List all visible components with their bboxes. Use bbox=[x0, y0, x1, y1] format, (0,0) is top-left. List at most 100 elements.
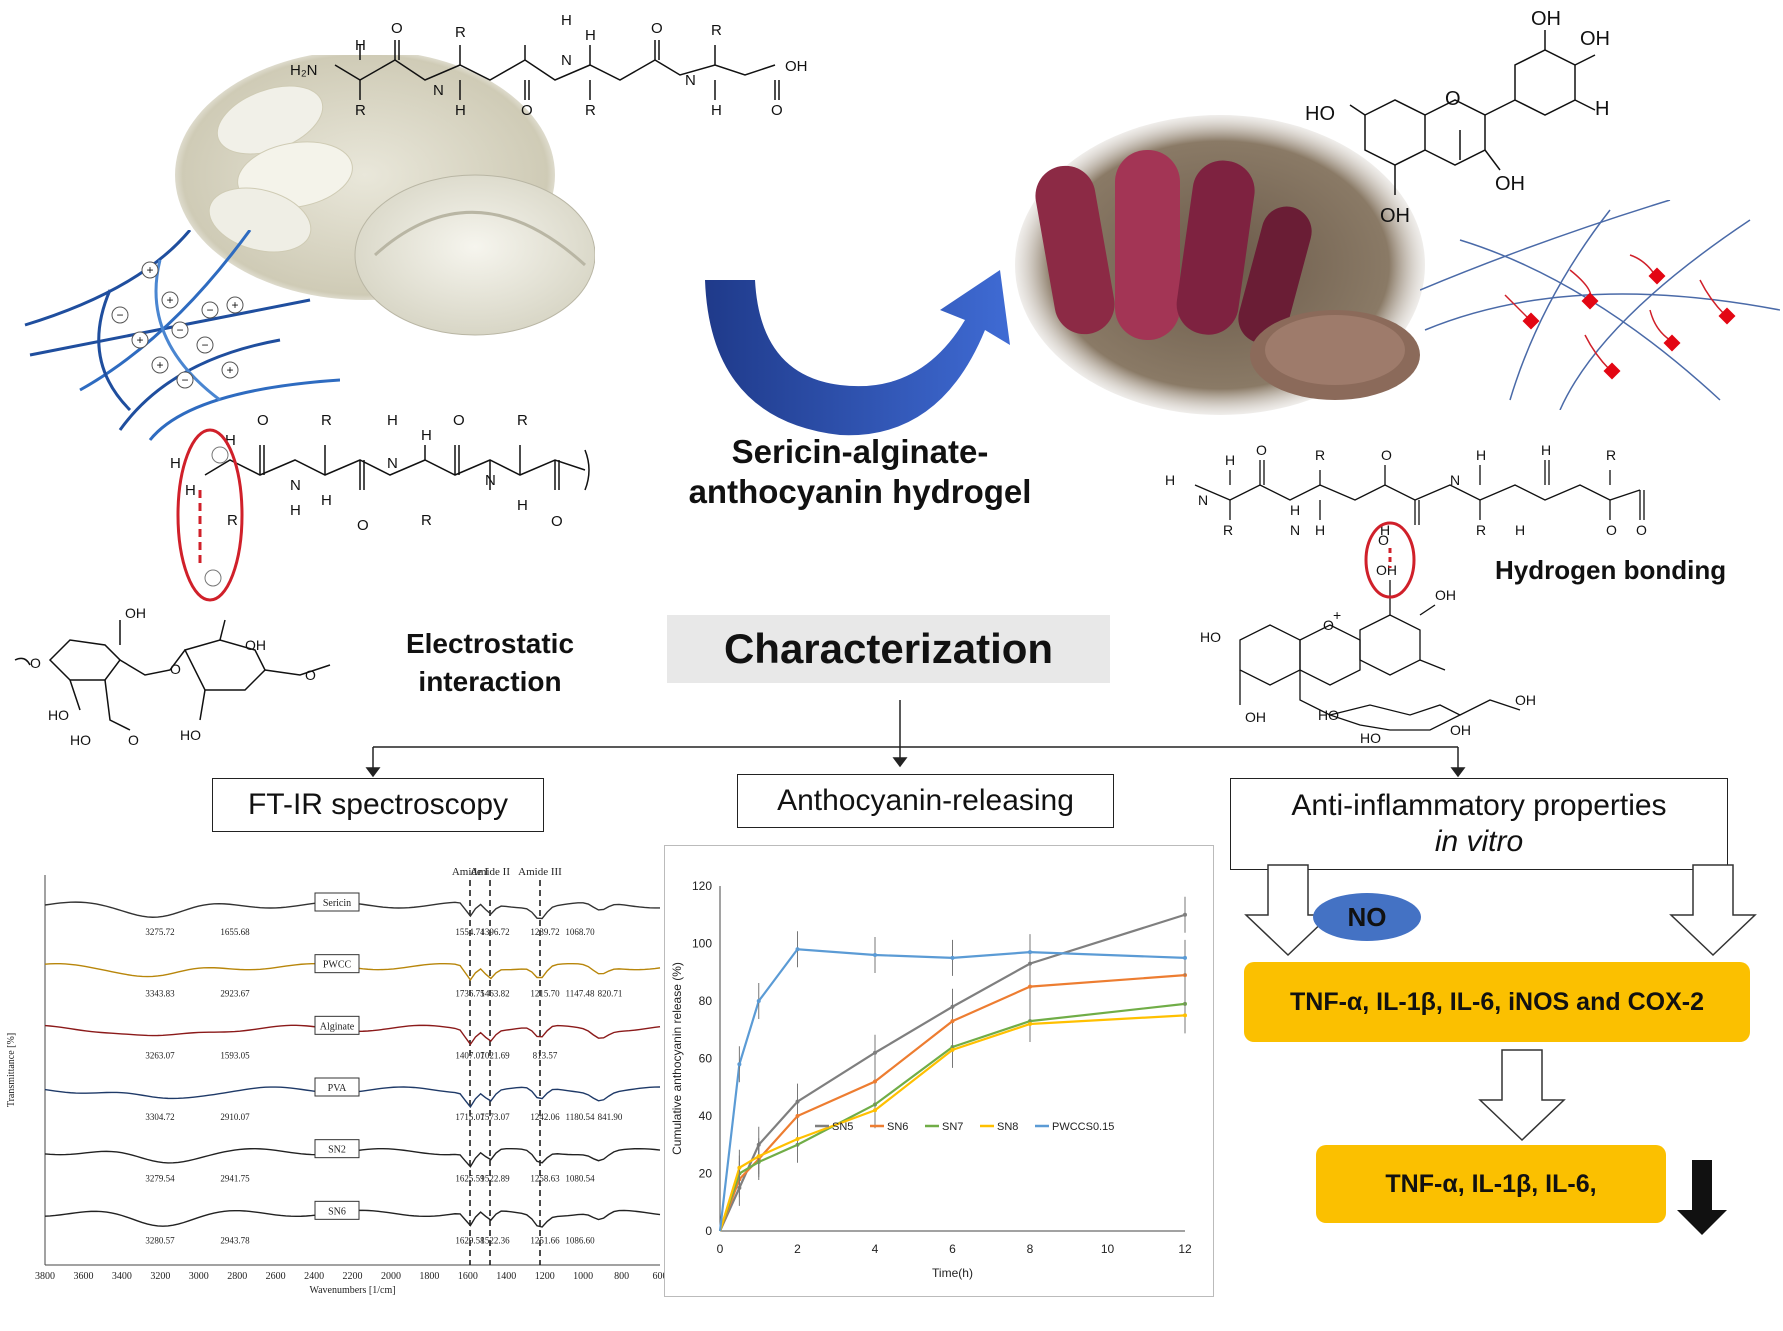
down-arrow-right bbox=[1669, 864, 1757, 957]
svg-text:R: R bbox=[227, 512, 238, 529]
svg-text:H: H bbox=[185, 482, 196, 499]
legend-label: SN5 bbox=[832, 1121, 853, 1133]
svg-text:H: H bbox=[455, 102, 466, 119]
svg-text:H: H bbox=[1515, 522, 1525, 538]
svg-text:HO: HO bbox=[48, 707, 69, 723]
ftir-peak-label: 1180.54 bbox=[566, 1112, 595, 1122]
ftir-peak-label: 1573.07 bbox=[480, 1112, 510, 1122]
svg-text:HO: HO bbox=[70, 732, 91, 748]
svg-text:H: H bbox=[1380, 522, 1390, 538]
release-section-header: Anthocyanin-releasing bbox=[737, 774, 1114, 828]
svg-text:HO: HO bbox=[1305, 103, 1335, 125]
ftir-y-label: Transmittance [%] bbox=[6, 1033, 17, 1107]
ftir-x-label: Wavenumbers [1/cm] bbox=[309, 1285, 395, 1296]
svg-text:−: − bbox=[206, 303, 213, 317]
svg-text:O: O bbox=[453, 412, 465, 429]
characterization-banner: Characterization bbox=[667, 615, 1110, 683]
ftir-peak-label: 841.90 bbox=[598, 1112, 623, 1122]
svg-text:OH: OH bbox=[1531, 8, 1561, 30]
data-point bbox=[737, 1062, 742, 1067]
sericin-peptide-structure: H₂N H R O N R H O N H H R O N R H O OH bbox=[285, 5, 845, 135]
amide-label: Amide II bbox=[470, 866, 510, 878]
ftir-sample-box bbox=[314, 954, 360, 974]
svg-text:+: + bbox=[156, 358, 163, 372]
svg-text:H: H bbox=[170, 455, 181, 472]
ftir-peak-label: 2943.78 bbox=[220, 1235, 250, 1245]
svg-text:H: H bbox=[1476, 447, 1486, 463]
ftir-sample-name: Alginate bbox=[320, 1021, 355, 1032]
sericin-peptide-electrostatic: H H H O N H R H O N H H R O N R H O R bbox=[165, 400, 685, 620]
ftir-sample-box bbox=[314, 1200, 360, 1220]
ftir-peak-label: 1396.72 bbox=[480, 927, 509, 937]
data-point bbox=[950, 955, 955, 960]
cytokine-box-2: TNF-α, IL-1β, IL-6, bbox=[1316, 1145, 1666, 1223]
svg-text:+: + bbox=[136, 333, 143, 347]
svg-text:OH: OH bbox=[1495, 173, 1525, 195]
data-point bbox=[950, 1019, 955, 1024]
svg-text:N: N bbox=[561, 52, 572, 69]
svg-text:O: O bbox=[391, 20, 403, 37]
data-point bbox=[756, 1154, 761, 1159]
svg-text:H: H bbox=[1290, 502, 1300, 518]
data-point bbox=[1028, 950, 1032, 955]
svg-text:OH: OH bbox=[1450, 722, 1471, 738]
data-point bbox=[737, 1165, 742, 1170]
ftir-sample-box bbox=[314, 892, 360, 912]
svg-text:O: O bbox=[257, 412, 269, 429]
ftir-x-tick: 2000 bbox=[381, 1271, 401, 1282]
svg-text:O: O bbox=[1636, 522, 1647, 538]
x-tick-label: 10 bbox=[1101, 1242, 1115, 1256]
svg-text:H: H bbox=[387, 412, 398, 429]
ftir-peak-label: 1625.59 bbox=[455, 1174, 485, 1184]
svg-text:H: H bbox=[1541, 442, 1551, 458]
peptide-anthocyanin-hbond-structure: H H O H N R H O N H R H H R O O N R H O … bbox=[1160, 430, 1720, 760]
svg-text:O: O bbox=[771, 102, 783, 119]
svg-text:OH: OH bbox=[785, 58, 808, 75]
data-point bbox=[1028, 984, 1032, 989]
svg-text:N: N bbox=[485, 472, 496, 489]
svg-text:+: + bbox=[1333, 607, 1341, 623]
cytokine-box-1: TNF-α, IL-1β, IL-6, iNOS and COX-2 bbox=[1244, 962, 1750, 1042]
svg-text:HO: HO bbox=[1200, 629, 1221, 645]
data-point bbox=[1183, 1013, 1187, 1018]
electrostatic-line-2: interaction bbox=[418, 666, 562, 697]
data-point bbox=[795, 1114, 800, 1118]
svg-text:OH: OH bbox=[1380, 205, 1410, 227]
ftir-x-tick: 2800 bbox=[227, 1271, 247, 1282]
x-axis-label: Time(h) bbox=[932, 1266, 973, 1280]
svg-text:R: R bbox=[1476, 522, 1486, 538]
ftir-x-tick: 3400 bbox=[112, 1271, 132, 1282]
svg-text:H: H bbox=[1315, 522, 1325, 538]
y-tick-label: 40 bbox=[699, 1109, 713, 1123]
ftir-peak-label: 1251.66 bbox=[530, 1235, 560, 1245]
ftir-peak-label: 3279.54 bbox=[145, 1174, 175, 1184]
data-point bbox=[950, 1047, 955, 1052]
title-line-1: Sericin-alginate- bbox=[731, 433, 989, 470]
svg-text:OH: OH bbox=[125, 605, 146, 621]
ftir-x-tick: 3200 bbox=[150, 1271, 170, 1282]
svg-text:R: R bbox=[421, 512, 432, 529]
anti-inflammatory-line-1: Anti-inflammatory properties bbox=[1291, 789, 1667, 822]
ftir-peak-label: 1215.70 bbox=[530, 989, 560, 999]
svg-text:+: + bbox=[226, 363, 233, 377]
alginate-structure: OH O OH HO HO O O HO O bbox=[10, 600, 350, 750]
electrostatic-line-1: Electrostatic bbox=[405, 628, 575, 659]
svg-text:O: O bbox=[357, 517, 369, 534]
ftir-sample-name: Sericin bbox=[323, 898, 351, 909]
ftir-sample-name: SN2 bbox=[328, 1145, 346, 1156]
svg-text:O: O bbox=[1378, 532, 1389, 548]
hydrogen-bond-network-diagram bbox=[1419, 199, 1781, 411]
svg-text:O: O bbox=[128, 732, 139, 748]
svg-text:R: R bbox=[585, 102, 596, 119]
anti-inflammatory-section-header: Anti-inflammatory properties in vitro bbox=[1230, 778, 1728, 870]
svg-text:O: O bbox=[1256, 442, 1267, 458]
svg-text:O: O bbox=[1445, 88, 1461, 110]
svg-text:OH: OH bbox=[245, 637, 266, 653]
y-tick-label: 60 bbox=[699, 1052, 713, 1066]
svg-text:O: O bbox=[1606, 522, 1617, 538]
ftir-x-tick: 800 bbox=[614, 1271, 629, 1282]
svg-text:N: N bbox=[1450, 472, 1460, 488]
hydrogen-bonding-label: Hydrogen bonding bbox=[1495, 555, 1727, 585]
x-tick-label: 0 bbox=[717, 1242, 724, 1256]
svg-text:H: H bbox=[355, 37, 366, 54]
